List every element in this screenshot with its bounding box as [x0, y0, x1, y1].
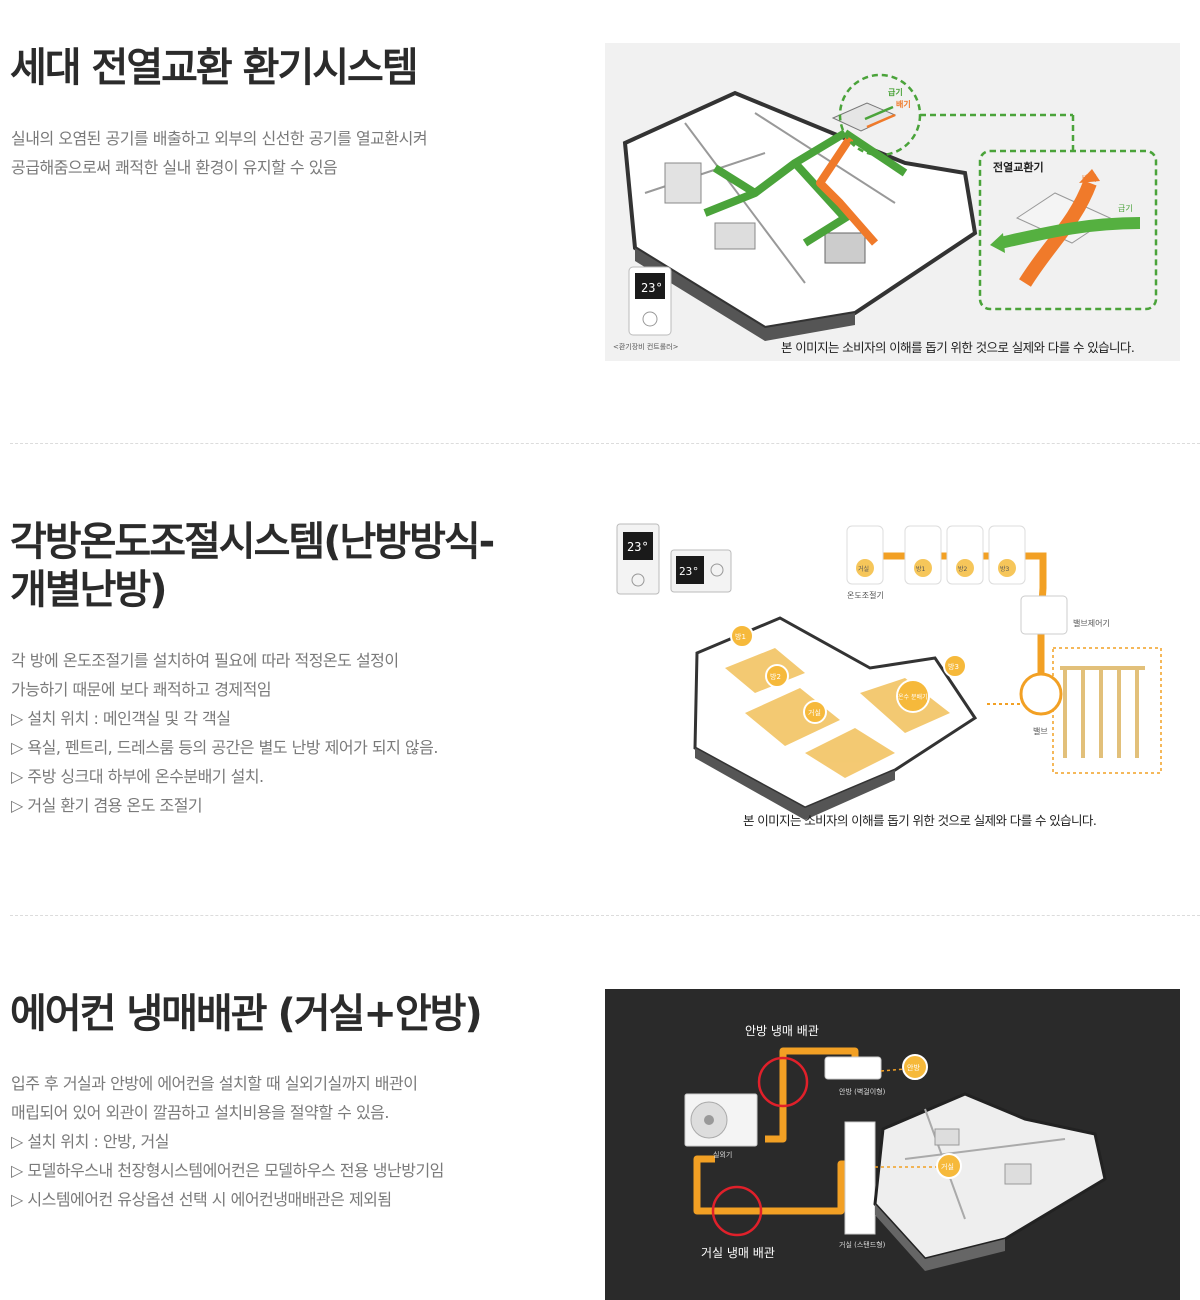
description-line: ▷ 주방 싱크대 하부에 온수분배기 설치. — [11, 767, 264, 786]
exhaust-label: 배기 — [896, 99, 911, 109]
description-line: 실내의 오염된 공기를 배출하고 외부의 신선한 공기를 열교환시켜 — [11, 129, 428, 148]
thermostat-group-label: 온도조절기 — [847, 591, 884, 600]
pipe-ring — [711, 1185, 763, 1237]
outdoor-label: 실외기 — [713, 1150, 732, 1159]
section-heating: 각방온도조절시스템(난방방식- 개별난방) 각 방에 온도조절기를 설치하여 필… — [0, 446, 1200, 916]
thermostat-display: 23° — [679, 565, 699, 578]
master-tag-label: 안방 — [907, 1063, 920, 1072]
description-line: ▷ 설치 위치 : 안방, 거실 — [11, 1132, 169, 1151]
thermostat-display: 23° — [627, 540, 649, 554]
room-label: 거실 — [808, 708, 821, 717]
section-description: 입주 후 거실과 안방에 에어컨을 설치할 때 실외기실까지 배관이 매립되어 … — [11, 1069, 444, 1214]
room-thermostats: 거실 방1 방2 방3 — [846, 525, 1026, 585]
description-line: ▷ 시스템에어컨 유상옵션 선택 시 에어컨냉매배관은 제외됨 — [11, 1190, 392, 1209]
stand-unit-label: 거실 (스탠드형) — [839, 1240, 886, 1249]
distributor-label: 온수 분배기 — [898, 693, 928, 701]
description-line: 가능하기 때문에 보다 쾌적하고 경제적임 — [11, 680, 272, 699]
living-pipe-label: 거실 냉매 배관 — [701, 1246, 775, 1260]
wall-unit — [824, 1056, 882, 1080]
image-disclaimer: 본 이미지는 소비자의 이해를 돕기 위한 것으로 실제와 다를 수 있습니다. — [781, 340, 1135, 355]
description-line: ▷ 거실 환기 겸용 온도 조절기 — [11, 796, 203, 815]
living-tag — [936, 1153, 962, 1179]
thermostat-label: 방1 — [916, 565, 926, 573]
image-disclaimer: 본 이미지는 소비자의 이해를 돕기 위한 것으로 실제와 다를 수 있습니다. — [743, 813, 1097, 828]
valve-controller-label: 밸브제어기 — [1073, 618, 1110, 628]
room-label: 방1 — [735, 632, 746, 641]
master-tag — [902, 1054, 928, 1080]
aircon-diagram: 실외기 안방 (벽걸이형) 거실 (스탠드형) 안방 냉매 배관 거실 냉매 배… — [684, 1024, 1107, 1271]
section-aircon: 에어컨 냉매배관 (거실+안방) 입주 후 거실과 안방에 에어컨을 설치할 때… — [0, 918, 1200, 1300]
master-pipe-label: 안방 냉매 배관 — [745, 1024, 819, 1038]
description-line: 매립되어 있어 외관이 깔끔하고 설치비용을 절약할 수 있음. — [11, 1103, 389, 1122]
section-ventilation: 세대 전열교환 환기시스템 실내의 오염된 공기를 배출하고 외부의 신선한 공… — [0, 0, 1200, 440]
valve-controller — [1020, 595, 1068, 635]
controller-display: 23° — [641, 281, 663, 295]
section-description: 실내의 오염된 공기를 배출하고 외부의 신선한 공기를 열교환시켜 공급해줌으… — [11, 124, 428, 182]
thermostat-label: 방2 — [958, 565, 968, 573]
description-line: 입주 후 거실과 안방에 에어컨을 설치할 때 실외기실까지 배관이 — [11, 1074, 418, 1093]
thermostat-label: 방3 — [1000, 565, 1010, 573]
room-label: 방3 — [948, 662, 959, 671]
section-description: 각 방에 온도조절기를 설치하여 필요에 따라 적정온도 설정이 가능하기 때문… — [11, 646, 438, 820]
valve-icon — [1019, 672, 1063, 716]
stand-unit — [844, 1121, 876, 1235]
ventilation-diagram-image: 급기 배기 전열교환기 배기 급기 23° <환기장비 컨트롤러> 본 이미지는… — [605, 43, 1180, 361]
wall-unit-label: 안방 (벽걸이형) — [839, 1087, 886, 1096]
description-line: ▷ 모델하우스내 천장형시스템에어컨은 모델하우스 전용 냉난방기임 — [11, 1161, 444, 1180]
living-tag-label: 거실 — [941, 1162, 954, 1171]
exchanger-exhaust-label: 배기 — [1082, 174, 1097, 183]
room-label: 방2 — [770, 672, 781, 681]
description-line: ▷ 설치 위치 : 메인객실 및 각 객실 — [11, 709, 231, 728]
controller-caption: <환기장비 컨트롤러> — [613, 342, 679, 351]
valve-label: 밸브 — [1033, 726, 1048, 736]
heating-diagram-image: 23° 23° 거실 방1 방2 방3 — [605, 508, 1180, 838]
title-line: 각방온도조절시스템(난방방식- — [10, 519, 495, 565]
aircon-diagram-image: 실외기 안방 (벽걸이형) 거실 (스탠드형) 안방 냉매 배관 거실 냉매 배… — [605, 989, 1180, 1300]
heating-diagram: 23° 23° 거실 방1 방2 방3 — [616, 523, 1162, 820]
supply-label: 급기 — [888, 87, 903, 97]
description-line: ▷ 욕실, 펜트리, 드레스룸 등의 공간은 별도 난방 제어가 되지 않음. — [11, 738, 438, 757]
section-divider — [10, 443, 1200, 444]
ventilation-diagram: 급기 배기 전열교환기 배기 급기 23° <환기장비 컨트롤러> — [613, 73, 1158, 351]
section-title: 각방온도조절시스템(난방방식- 개별난방) — [10, 518, 495, 614]
exchanger-supply-label: 급기 — [1118, 204, 1133, 213]
description-line: 공급해줌으로써 쾌적한 실내 환경이 유지할 수 있음 — [11, 158, 338, 177]
thermostat-label: 거실 — [858, 565, 869, 573]
section-title: 세대 전열교환 환기시스템 — [10, 45, 419, 91]
description-line: 각 방에 온도조절기를 설치하여 필요에 따라 적정온도 설정이 — [11, 651, 399, 670]
pipe-ring — [757, 1056, 809, 1108]
exchanger-label: 전열교환기 — [993, 160, 1044, 174]
section-title: 에어컨 냉매배관 (거실+안방) — [10, 991, 483, 1037]
title-line: 개별난방) — [10, 567, 167, 613]
section-divider — [10, 915, 1200, 916]
